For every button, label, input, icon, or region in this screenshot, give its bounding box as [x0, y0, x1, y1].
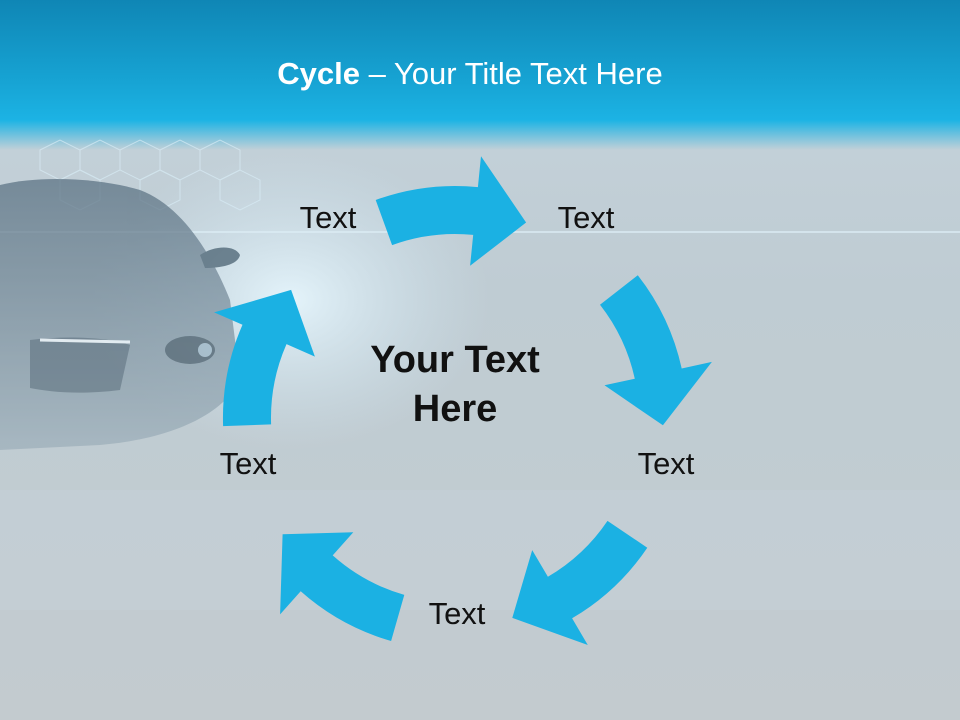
slide-title: Cycle – Your Title Text Here: [0, 56, 940, 92]
node-label-2: Text: [557, 200, 615, 235]
cycle-arrow-1: [375, 156, 527, 266]
car-silhouette: [0, 178, 240, 450]
title-rest: – Your Title Text Here: [360, 56, 663, 91]
cycle-arrow-4: [280, 532, 405, 641]
node-label-5: Text: [219, 446, 277, 481]
title-bold: Cycle: [277, 56, 360, 91]
node-label-1: Text: [299, 200, 357, 235]
node-label-3: Text: [637, 446, 695, 481]
cycle-arrow-5: [214, 289, 315, 427]
node-label-4: Text: [428, 596, 486, 631]
cycle-arrow-3: [512, 520, 648, 645]
header-band: [0, 0, 960, 150]
center-text: Your Text Here: [370, 339, 540, 431]
cycle-arrow-2: [600, 275, 712, 426]
lower-band: [0, 490, 960, 610]
